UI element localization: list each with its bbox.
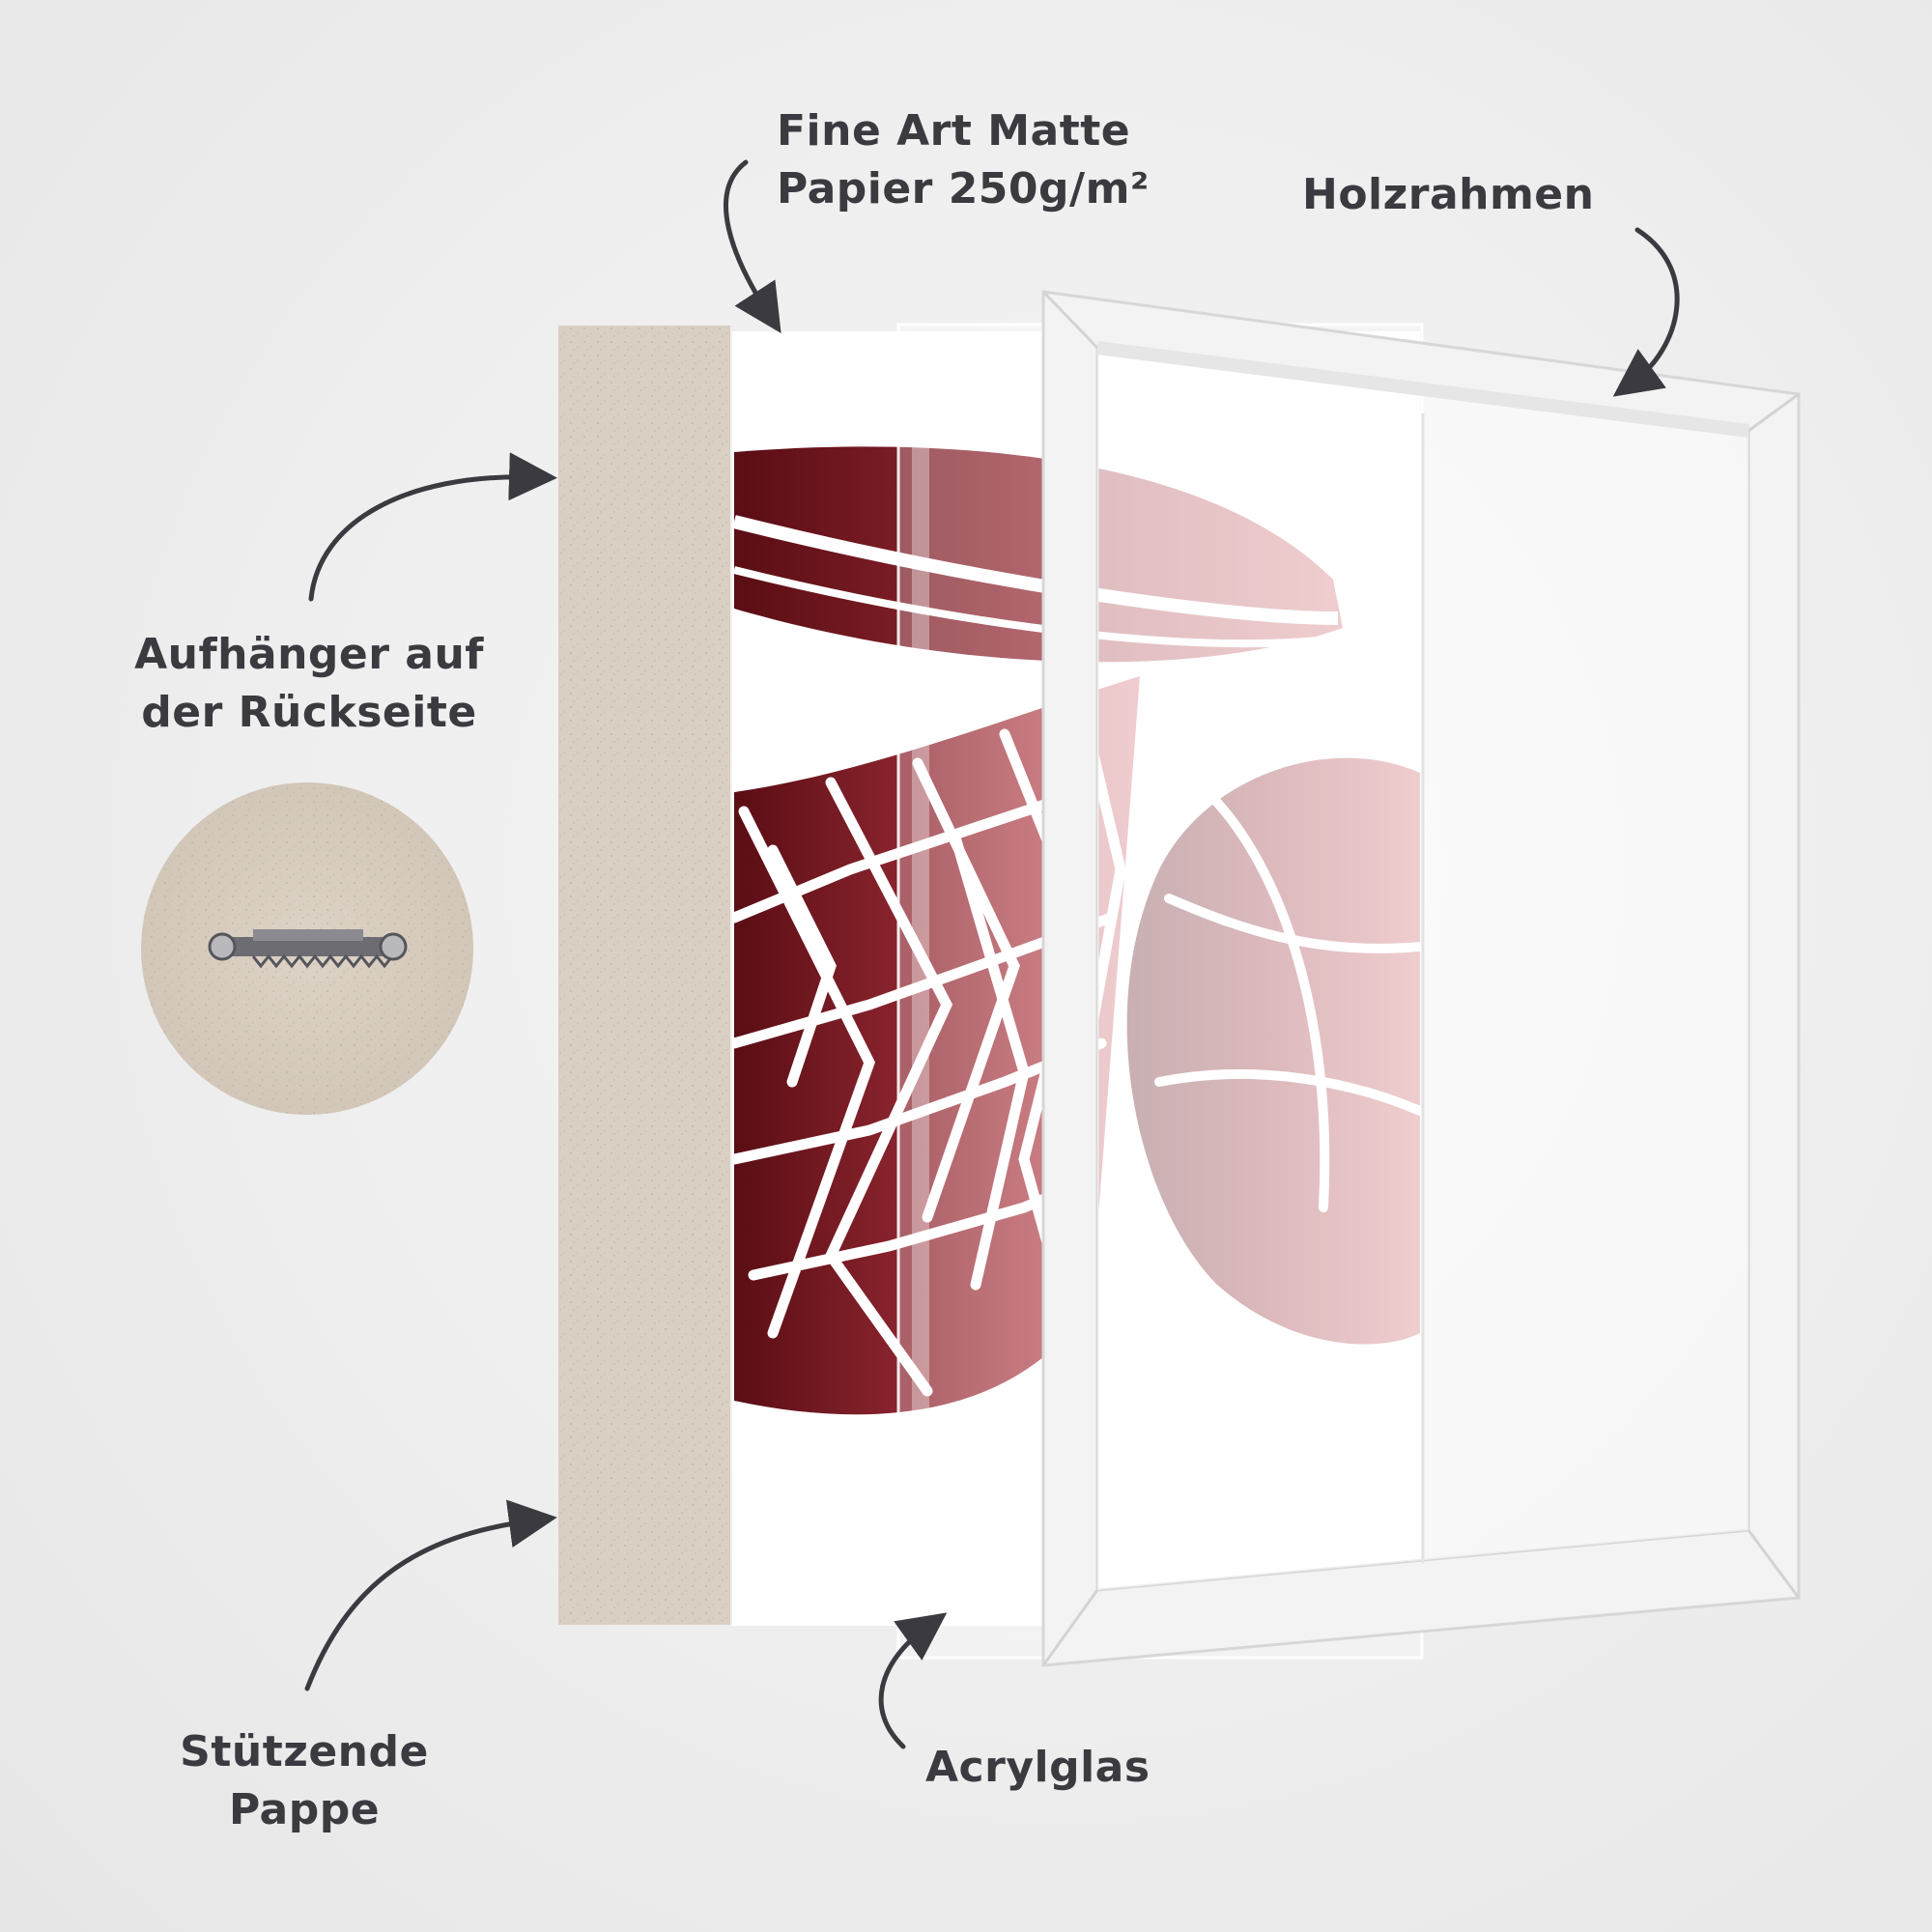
label-acrylic-glass: Acrylglas [925, 1739, 1151, 1797]
backing-cardboard [558, 326, 730, 1625]
arrow-paper [724, 159, 781, 333]
hanger-detail-circle [141, 782, 473, 1115]
sawtooth-hanger-icon [208, 929, 408, 969]
label-acrylic-glass-text: Acrylglas [925, 1743, 1151, 1792]
label-hanger-line2: der Rückseite [141, 688, 477, 737]
arrow-acrylic [878, 1612, 948, 1749]
label-fine-art-paper-line2: Papier 250g/m² [777, 164, 1150, 213]
wooden-frame [1041, 290, 1801, 1667]
label-hanger-back: Aufhänger auf der Rückseite [106, 626, 512, 742]
label-hanger-line1: Aufhänger auf [134, 630, 484, 679]
arrow-hanger [308, 452, 557, 602]
label-wooden-frame: Holzrahmen [1302, 166, 1594, 224]
arrow-backing [304, 1499, 557, 1691]
label-fine-art-paper: Fine Art Matte Papier 250g/m² [777, 102, 1150, 218]
label-fine-art-paper-line1: Fine Art Matte [777, 106, 1131, 156]
annotation-arrows [304, 159, 1680, 1749]
label-backing-line2: Pappe [228, 1785, 381, 1834]
label-wooden-frame-text: Holzrahmen [1302, 170, 1595, 219]
label-backing-cardboard: Stützende Pappe [145, 1723, 464, 1839]
label-backing-line1: Stützende [180, 1727, 429, 1776]
arrow-frame [1612, 227, 1680, 397]
